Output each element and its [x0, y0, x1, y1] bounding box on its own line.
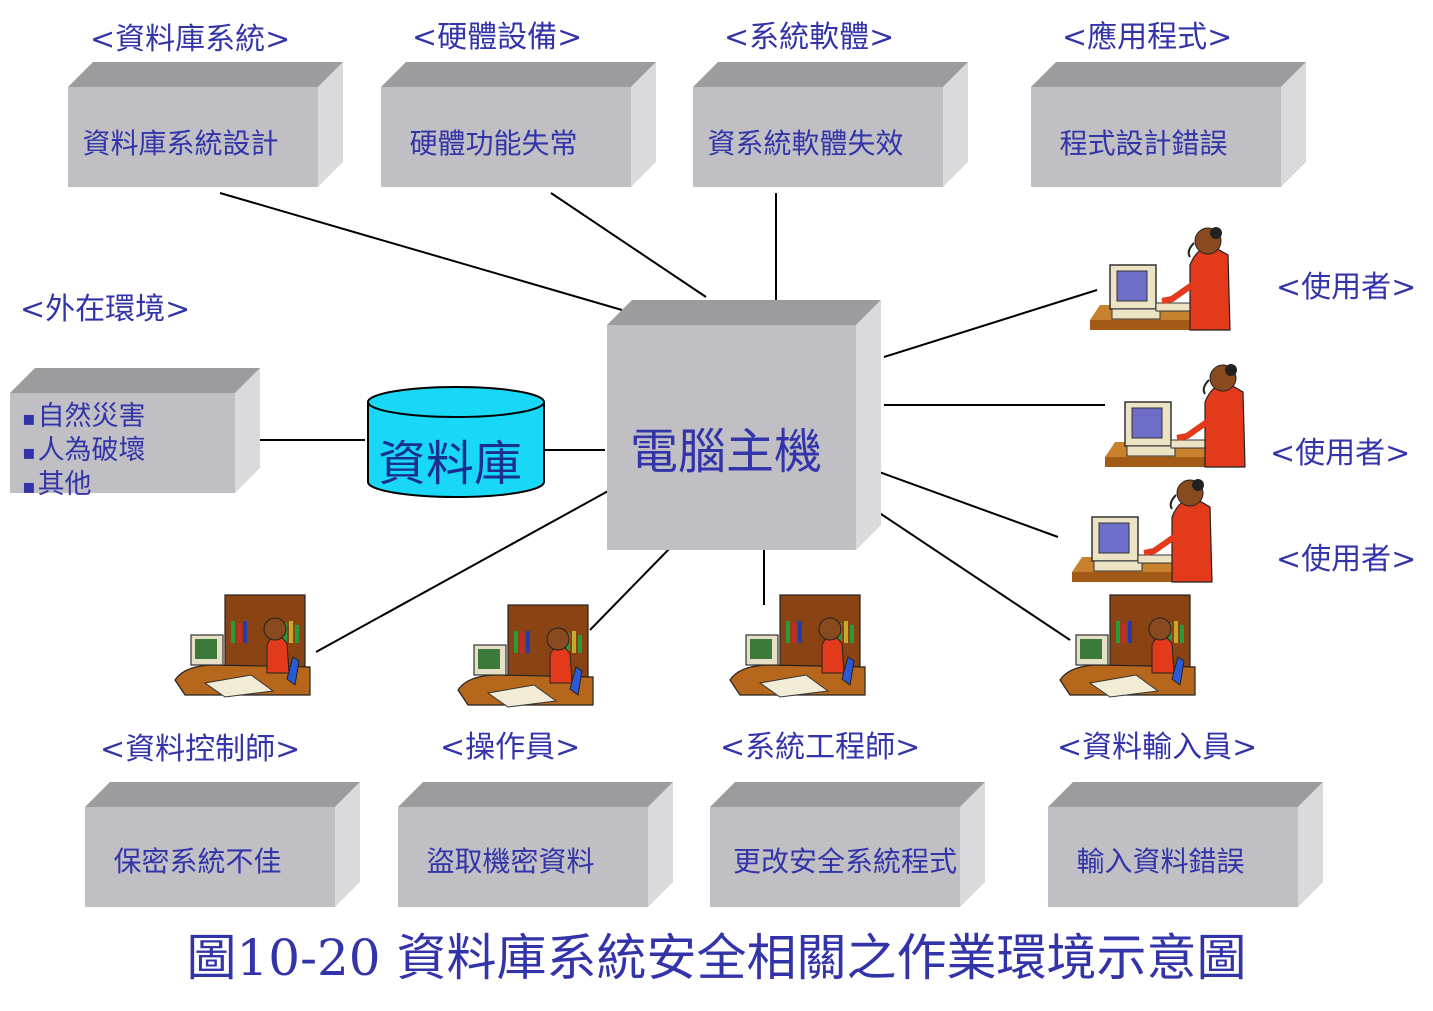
system-engineer-icon — [729, 594, 866, 698]
data-entry-clerk-icon — [1059, 594, 1196, 698]
external-item: 其他 — [22, 462, 92, 501]
system-software-label: <系統軟體> — [724, 20, 895, 55]
external-environment-label: <外在環境> — [20, 292, 191, 327]
user-terminal-icon — [1105, 364, 1245, 467]
host-computer-box — [607, 300, 881, 550]
data-entry-risk-text: 輸入資料錯誤 — [1076, 845, 1245, 878]
user-terminal-icon — [1072, 479, 1212, 582]
operator-label: <操作員> — [440, 730, 581, 765]
database-label: 資料庫 — [378, 436, 523, 492]
user-label: <使用者> — [1276, 542, 1417, 577]
data-entry-clerk-label: <資料輸入員> — [1057, 730, 1258, 765]
database-system-label: <資料庫系統> — [90, 22, 291, 57]
external-item: 自然災害 — [22, 394, 146, 433]
database-cylinder-icon — [367, 386, 545, 498]
user-terminal-icon — [1090, 227, 1230, 330]
application-label: <應用程式> — [1062, 20, 1233, 55]
user-label: <使用者> — [1270, 436, 1411, 471]
operator-risk-text: 盜取機密資料 — [426, 845, 595, 878]
database-system-box-text: 資料庫系統設計 — [82, 127, 279, 160]
system-engineer-label: <系統工程師> — [720, 730, 921, 765]
connector-lines — [219, 192, 1105, 653]
external-item: 人為破壞 — [22, 428, 146, 467]
figure-caption: 圖10-20 資料庫系統安全相關之作業環境示意圖 — [186, 929, 1247, 987]
system-software-box-text: 資系統軟體失效 — [707, 127, 904, 160]
operator-icon — [457, 604, 594, 708]
application-box-text: 程式設計錯誤 — [1059, 127, 1228, 160]
data-controller-risk-text: 保密系統不佳 — [113, 845, 282, 878]
user-label: <使用者> — [1276, 270, 1417, 305]
hardware-box-text: 硬體功能失常 — [409, 127, 578, 160]
data-controller-icon — [174, 594, 311, 698]
data-controller-label: <資料控制師> — [100, 732, 301, 767]
host-computer-label: 電腦主機 — [630, 424, 823, 480]
system-engineer-risk-text: 更改安全系統程式 — [732, 845, 957, 878]
hardware-label: <硬體設備> — [412, 20, 583, 55]
